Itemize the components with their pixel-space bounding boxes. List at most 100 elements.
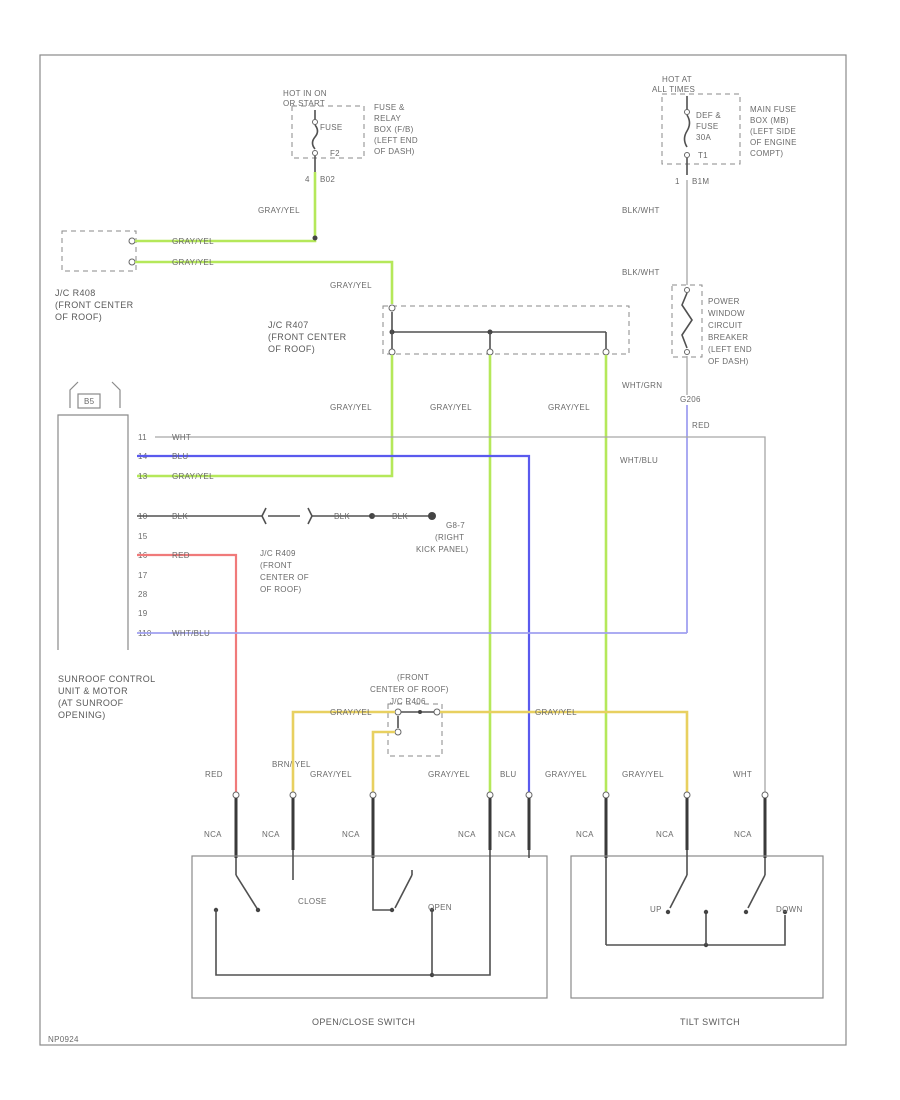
- open-close-switch: [191, 855, 548, 999]
- jc-r407: [382, 305, 630, 355]
- blk-wht-1: BLK/WHT: [622, 206, 660, 215]
- right-conn: B1M: [692, 177, 709, 186]
- left-fuse-label: FUSE: [320, 123, 343, 132]
- unit-connector: [69, 381, 121, 408]
- red-tag: RED: [692, 421, 710, 430]
- sw-gy-3: GRAY/YEL: [545, 770, 587, 779]
- wire-wht-top: WHT: [172, 433, 191, 442]
- gy-wire-b: GRAY/YEL: [430, 403, 472, 412]
- diagram-frame: [39, 54, 847, 1046]
- left-power-label-2: OR START: [283, 99, 325, 108]
- left-wire-label: GRAY/YEL: [258, 206, 300, 215]
- r408-wire-1: GRAY/YEL: [172, 237, 214, 246]
- sw-gy-2: GRAY/YEL: [428, 770, 470, 779]
- blk-wht-2: BLK/WHT: [622, 268, 660, 277]
- sw-gy-1: GRAY/YEL: [310, 770, 352, 779]
- right-fuse-box: [661, 93, 741, 165]
- left-fuse-box: [291, 105, 365, 159]
- wire-wht-blu: WHT/BLU: [172, 629, 210, 638]
- nca-6: NCA: [576, 830, 594, 839]
- up-label: UP: [650, 905, 662, 914]
- unit-label-4: OPENING): [58, 710, 106, 720]
- jc-r407-label-2: (FRONT CENTER: [268, 332, 347, 342]
- left-conn: 4: [305, 175, 310, 184]
- wire-blk-3: BLK: [392, 512, 408, 521]
- unit-conn-tab: [77, 393, 101, 409]
- sunroof-unit: [57, 414, 129, 650]
- open-label: OPEN: [428, 903, 452, 912]
- nca-1: NCA: [204, 830, 222, 839]
- cb-label-2: WINDOW: [708, 309, 745, 318]
- wire-blk-2: BLK: [334, 512, 350, 521]
- jc-r407-label: J/C R407: [268, 320, 309, 330]
- cb-label: POWER: [708, 297, 740, 306]
- tilt-switch: [570, 855, 824, 999]
- sw-blu: BLU: [500, 770, 516, 779]
- left-fuse-box-label-3: BOX (F/B): [374, 125, 414, 134]
- right-terminal: T1: [698, 151, 708, 160]
- jc-r406-label-2: CENTER OF ROOF): [370, 685, 449, 694]
- wire-gy-13: GRAY/YEL: [172, 472, 214, 481]
- right-fuse-label: DEF &: [696, 111, 721, 120]
- jc-r408-label: J/C R408: [55, 288, 96, 298]
- jc-r406-label-3: J/C R406: [390, 697, 426, 706]
- sw-brn-yel: BRN/ YEL: [272, 760, 311, 769]
- jc-r409-label-4: OF ROOF): [260, 585, 302, 594]
- left-fuse-box-label: FUSE &: [374, 103, 405, 112]
- r406-wire-l: GRAY/YEL: [330, 708, 372, 717]
- unit-label-3: (AT SUNROOF: [58, 698, 124, 708]
- wire-blk: BLK: [172, 512, 188, 521]
- right-fuse-label-2: FUSE: [696, 122, 719, 131]
- right-fuse-box-label-3: (LEFT SIDE: [750, 127, 796, 136]
- r406-wire-r: GRAY/YEL: [535, 708, 577, 717]
- jc-r408-label-2: (FRONT CENTER: [55, 300, 134, 310]
- pin-19: 19: [138, 609, 148, 618]
- cb-label-6: OF DASH): [708, 357, 749, 366]
- right-fuse-label-3: 30A: [696, 133, 711, 142]
- nca-8: NCA: [734, 830, 752, 839]
- jc-r406: [387, 703, 443, 757]
- jc-r409-label-3: CENTER OF: [260, 573, 309, 582]
- right-power-label-2: ALL TIMES: [652, 85, 695, 94]
- right-fuse-box-label-4: OF ENGINE: [750, 138, 797, 147]
- jc-r407-label-3: OF ROOF): [268, 344, 315, 354]
- sw-red: RED: [205, 770, 223, 779]
- left-fuse-box-label-5: OF DASH): [374, 147, 415, 156]
- pin-11: 11: [138, 433, 147, 442]
- open-close-switch-label: OPEN/CLOSE SWITCH: [312, 1017, 415, 1027]
- left-conn-id: B02: [320, 175, 335, 184]
- jc-r406-label: (FRONT: [397, 673, 429, 682]
- jc-r408: [61, 230, 137, 272]
- jc-r409-label: J/C R409: [260, 549, 296, 558]
- r408-wire-2: GRAY/YEL: [172, 258, 214, 267]
- jc-r409-label-2: (FRONT: [260, 561, 292, 570]
- diagram-code: NP0924: [48, 1035, 79, 1044]
- unit-label: SUNROOF CONTROL: [58, 674, 156, 684]
- right-conn-pin: 1: [675, 177, 680, 186]
- right-fuse-box-label-2: BOX (MB): [750, 116, 789, 125]
- jc-r408-label-3: OF ROOF): [55, 312, 102, 322]
- cb-label-5: (LEFT END: [708, 345, 752, 354]
- left-terminal: F2: [330, 149, 340, 158]
- cb-label-3: CIRCUIT: [708, 321, 743, 330]
- pin-15: 15: [138, 532, 148, 541]
- left-fuse-box-label-4: (LEFT END: [374, 136, 418, 145]
- gy-wire-c: GRAY/YEL: [548, 403, 590, 412]
- nca-4: NCA: [458, 830, 476, 839]
- right-fuse-box-label-5: COMPT): [750, 149, 783, 158]
- pin-17: 17: [138, 571, 148, 580]
- cb-label-4: BREAKER: [708, 333, 748, 342]
- nca-2: NCA: [262, 830, 280, 839]
- wht-grn: WHT/GRN: [622, 381, 662, 390]
- pin-28: 28: [138, 590, 148, 599]
- wht-blu-label: WHT/BLU: [620, 456, 658, 465]
- pin-13: 13: [138, 472, 148, 481]
- gy-wire-a: GRAY/YEL: [330, 403, 372, 412]
- ground-label-3: KICK PANEL): [416, 545, 469, 554]
- unit-conn-id: B5: [84, 397, 95, 406]
- down-label: DOWN: [776, 905, 803, 914]
- sw-gy-4: GRAY/YEL: [622, 770, 664, 779]
- wire-blu-top: BLU: [172, 452, 188, 461]
- r407-in-wire: GRAY/YEL: [330, 281, 372, 290]
